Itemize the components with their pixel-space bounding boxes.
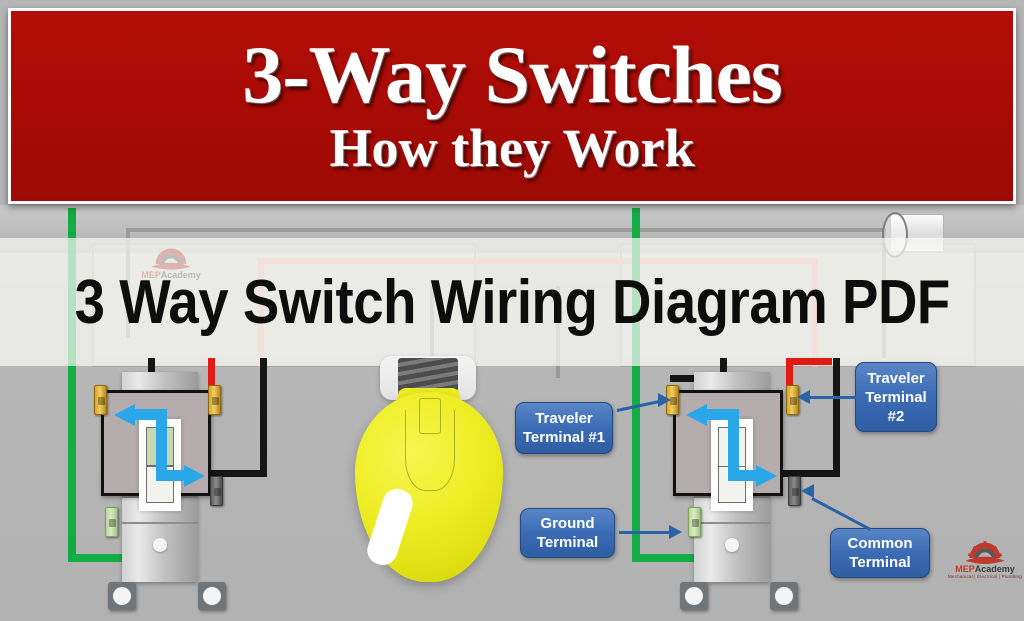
callout-ground-terminal-line2: Terminal <box>536 534 599 551</box>
wire-ground-left-vertical-lower <box>68 366 76 562</box>
watermark-logo-name: MEPAcademy <box>141 270 201 280</box>
callout-ground-terminal-line1: Ground <box>540 515 595 532</box>
switch-left-flow-arrow-left <box>114 404 135 426</box>
callout-traveler-terminal-1-arrowhead <box>658 393 671 407</box>
callout-ground-terminal-leader <box>619 531 671 534</box>
bulb-filament <box>405 410 455 491</box>
switch-left-mount-screw-bottom <box>198 582 226 610</box>
switch-left-yoke-line-2 <box>122 522 198 524</box>
callout-traveler-terminal-2-line3: #2 <box>887 407 905 425</box>
switch-left-flow-vert <box>156 409 167 481</box>
callout-ground-terminal-arrowhead <box>669 525 682 539</box>
switch-right-flow-top <box>706 409 739 420</box>
switch-left-body[interactable] <box>101 390 211 511</box>
wire-black-right-common <box>778 470 840 477</box>
wire-grey-upper-horizontal <box>126 228 886 232</box>
callout-common-terminal-line1: Common <box>847 535 913 552</box>
title-banner: 3-Way Switches How they Work <box>8 8 1016 204</box>
switch-right-flow-arrow-left <box>686 404 707 426</box>
logo-tagline: Mechanical | Electrical | Plumbing <box>948 574 1022 579</box>
switch-left-flow-bot <box>156 470 186 481</box>
switch-right-mount-screw-bottom <box>770 582 798 610</box>
banner-title-line2: How they Work <box>329 117 695 178</box>
callout-common-terminal-arrowhead <box>801 484 814 498</box>
switch-right-flow-vert <box>728 409 739 481</box>
wire-red-right-traveler <box>786 358 793 404</box>
callout-traveler-terminal-1-line1: Traveler <box>535 410 593 427</box>
gear-sun-icon <box>964 538 1006 564</box>
watermark-logo: MEPAcademy <box>128 236 214 288</box>
subtitle-band <box>0 238 1024 366</box>
callout-traveler-terminal-2-line1: Traveler <box>867 369 925 387</box>
callout-traveler-terminal-2-line2: Terminal <box>865 388 927 406</box>
callout-traveler-terminal-1[interactable]: Traveler Terminal #1 <box>515 402 613 454</box>
wire-black-left-common <box>205 470 267 477</box>
gear-sun-icon <box>150 244 192 270</box>
switch-right-flow-arrow-right <box>756 465 777 487</box>
switch-left-flow-arrow-right <box>184 465 205 487</box>
switch-left-common-terminal[interactable] <box>210 476 223 506</box>
wire-red-left-traveler <box>208 358 215 400</box>
switch-right-flow-bot <box>728 470 758 481</box>
switch-left-toggle[interactable] <box>146 427 174 503</box>
callout-ground-terminal[interactable]: Ground Terminal <box>520 508 615 558</box>
switch-left-plate-screw <box>153 538 167 552</box>
wire-black-left-common-riser <box>260 358 267 476</box>
callout-traveler-terminal-2-arrowhead <box>797 390 810 404</box>
callout-traveler-terminal-1-line2: Terminal #1 <box>522 429 606 446</box>
switch-right-body[interactable] <box>673 390 783 511</box>
switch-right-mount-screw-top <box>680 582 708 610</box>
bulb-highlight <box>363 485 417 569</box>
switch-left-ground-terminal[interactable] <box>105 507 118 537</box>
switch-right-plate-screw <box>725 538 739 552</box>
switch-right-common-terminal[interactable] <box>788 476 801 506</box>
wire-ground-right-vertical-lower <box>632 366 640 562</box>
callout-common-terminal[interactable]: Common Terminal <box>830 528 930 578</box>
switch-left-traveler-terminal-2[interactable] <box>208 385 221 415</box>
mep-academy-logo[interactable]: MEPAcademy Mechanical | Electrical | Plu… <box>948 528 1022 590</box>
callout-common-terminal-line2: Terminal <box>849 554 911 571</box>
subtitle-text: 3 Way Switch Wiring Diagram PDF <box>74 267 950 337</box>
wire-black-right-common-riser <box>833 358 840 476</box>
light-bulb[interactable] <box>355 392 503 582</box>
banner-title-line1: 3-Way Switches <box>242 29 782 121</box>
switch-left-traveler-terminal-1[interactable] <box>94 385 107 415</box>
subtitle-text-wrap: 3 Way Switch Wiring Diagram PDF <box>0 238 1024 366</box>
switch-right-ground-terminal[interactable] <box>688 507 701 537</box>
callout-traveler-terminal-2[interactable]: Traveler Terminal #2 <box>855 362 937 432</box>
logo-name: MEPAcademy <box>955 564 1015 574</box>
switch-left-mount-screw-top <box>108 582 136 610</box>
switch-right-yoke-line-2 <box>694 522 770 524</box>
wire-red-right-traveler-elbow <box>786 358 832 365</box>
switch-left-flow-top <box>134 409 167 420</box>
callout-traveler-terminal-2-leader <box>808 396 856 399</box>
